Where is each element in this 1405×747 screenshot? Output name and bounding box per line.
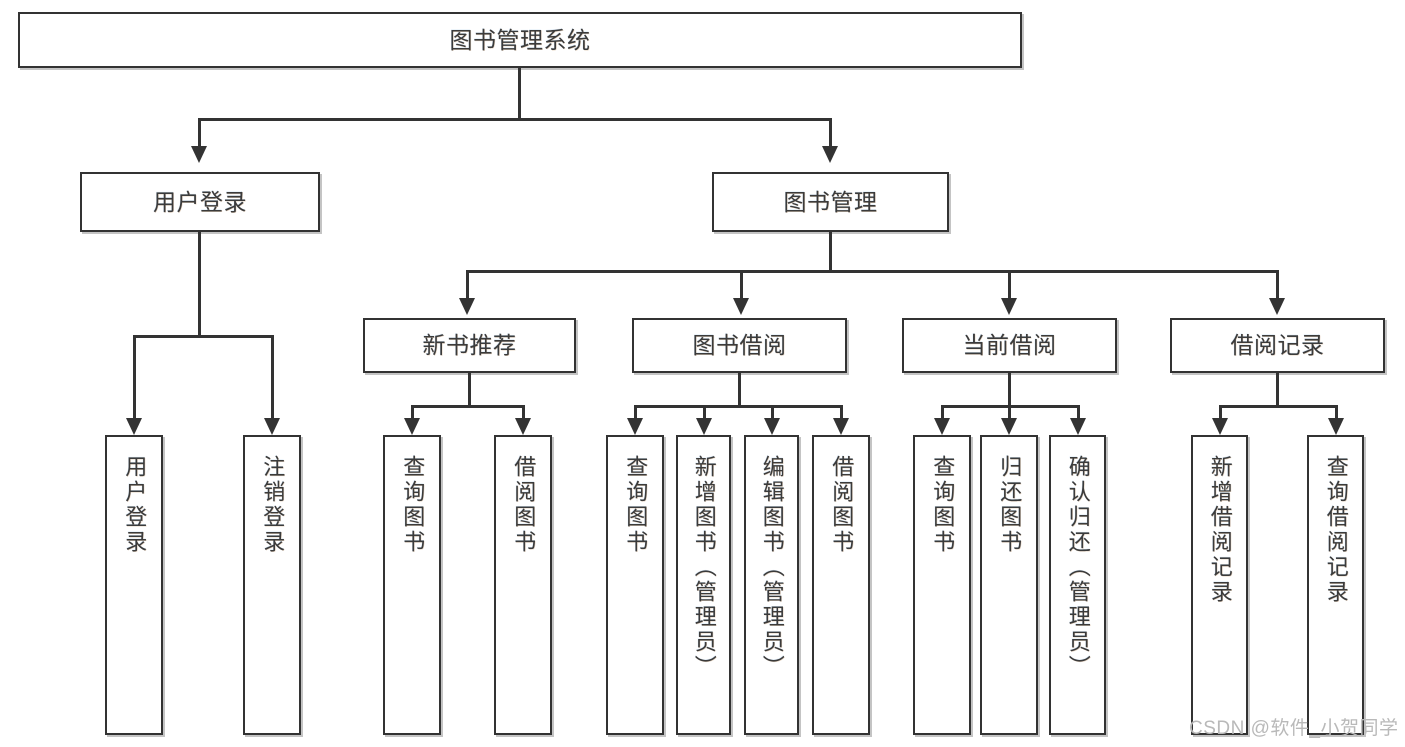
node-leaf-edit-book[interactable]: 编辑图书（管理员） [744,435,799,735]
node-label: 用户登录 [122,455,148,555]
arrowhead-leaf-borrow-book-2 [833,418,849,435]
connector-bb-trunk [738,373,741,405]
node-label: 图书借阅 [692,332,787,359]
connector-cb-drop-1 [941,405,944,418]
connector-bm-drop-1 [466,270,469,298]
connector-bm-drop-4 [1276,270,1279,298]
connector-bb-bar [634,405,843,408]
node-label: 查询图书 [623,455,649,555]
node-label: 查询图书 [400,455,426,555]
connector-book-management-trunk [829,232,832,270]
node-label: 借阅图书 [829,455,855,555]
node-leaf-query-book-1[interactable]: 查询图书 [383,435,441,735]
node-leaf-query-book-3[interactable]: 查询图书 [913,435,971,735]
arrowhead-leaf-add-record [1212,418,1228,435]
connector-bm-drop-3 [1008,270,1011,298]
connector-nbr-bar [411,405,525,408]
node-current-borrow[interactable]: 当前借阅 [902,318,1117,373]
node-book-management[interactable]: 图书管理 [712,172,949,232]
node-label: 借阅图书 [511,455,537,555]
arrowhead-leaf-return-book [1001,418,1017,435]
arrowhead-leaf-user-logout [264,418,280,435]
connector-cb-trunk [1008,373,1011,405]
node-leaf-confirm-return[interactable]: 确认归还（管理员） [1049,435,1106,735]
connector-user-login-drop-1 [133,335,136,418]
node-label: 归还图书 [997,455,1023,555]
connector-cb-drop-2 [1008,405,1011,418]
node-borrow-record[interactable]: 借阅记录 [1170,318,1385,373]
connector-nbr-trunk [468,373,471,405]
node-leaf-return-book[interactable]: 归还图书 [980,435,1038,735]
connector-user-login-drop-2 [271,335,274,418]
connector-bb-drop-2 [703,405,706,418]
node-label: 新书推荐 [422,332,517,359]
node-label: 编辑图书（管理员） [759,455,785,680]
arrowhead-leaf-user-login [126,418,142,435]
node-root-system[interactable]: 图书管理系统 [18,12,1022,68]
node-label: 新增图书（管理员） [691,455,717,680]
node-label: 借阅记录 [1230,332,1325,359]
node-book-borrow[interactable]: 图书借阅 [632,318,847,373]
arrowhead-leaf-edit-book [764,418,780,435]
connector-br-bar [1219,405,1338,408]
arrowhead-to-user-login [191,146,207,163]
connector-bb-drop-1 [634,405,637,418]
node-leaf-query-book-2[interactable]: 查询图书 [606,435,664,735]
connector-nbr-drop-1 [411,405,414,418]
node-label: 图书管理系统 [449,26,591,53]
node-new-book-recommend[interactable]: 新书推荐 [363,318,576,373]
node-label: 图书管理 [783,188,878,215]
node-leaf-query-record[interactable]: 查询借阅记录 [1307,435,1364,735]
connector-root-drop-user [198,118,201,146]
connector-root-drop-book [829,118,832,146]
arrowhead-borrow-record [1269,298,1285,315]
node-label: 查询借阅记录 [1323,455,1349,605]
arrowhead-leaf-query-book-2 [627,418,643,435]
node-leaf-borrow-book-1[interactable]: 借阅图书 [494,435,552,735]
connector-br-drop-1 [1219,405,1222,418]
arrowhead-to-book-management [822,146,838,163]
node-label: 查询图书 [930,455,956,555]
connector-user-login-trunk [198,232,201,335]
node-leaf-add-record[interactable]: 新增借阅记录 [1191,435,1248,735]
connector-bb-drop-4 [840,405,843,418]
connector-br-drop-2 [1335,405,1338,418]
connector-cb-drop-3 [1077,405,1080,418]
node-label: 新增借阅记录 [1207,455,1233,605]
connector-bb-drop-3 [771,405,774,418]
arrowhead-book-borrow [733,298,749,315]
node-leaf-user-login[interactable]: 用户登录 [105,435,163,735]
node-label: 注销登录 [260,455,286,555]
connector-root-bar [198,118,832,121]
node-label: 当前借阅 [962,332,1057,359]
connector-br-trunk [1276,373,1279,405]
node-leaf-borrow-book-2[interactable]: 借阅图书 [812,435,870,735]
arrowhead-new-book-recommend [459,298,475,315]
connector-root-trunk [518,68,521,118]
node-label: 用户登录 [153,188,247,215]
node-user-login[interactable]: 用户登录 [80,172,320,232]
arrowhead-current-borrow [1001,298,1017,315]
node-leaf-add-book[interactable]: 新增图书（管理员） [676,435,731,735]
connector-nbr-drop-2 [522,405,525,418]
node-leaf-user-logout[interactable]: 注销登录 [243,435,301,735]
arrowhead-leaf-add-book [696,418,712,435]
node-label: 确认归还（管理员） [1065,455,1091,680]
arrowhead-leaf-confirm-return [1070,418,1086,435]
arrowhead-leaf-query-record [1328,418,1344,435]
connector-user-login-bar [133,335,273,338]
connector-book-management-bar [466,270,1279,273]
arrowhead-leaf-query-book-3 [934,418,950,435]
arrowhead-leaf-query-book-1 [404,418,420,435]
arrowhead-leaf-borrow-book-1 [515,418,531,435]
connector-bm-drop-2 [740,270,743,298]
